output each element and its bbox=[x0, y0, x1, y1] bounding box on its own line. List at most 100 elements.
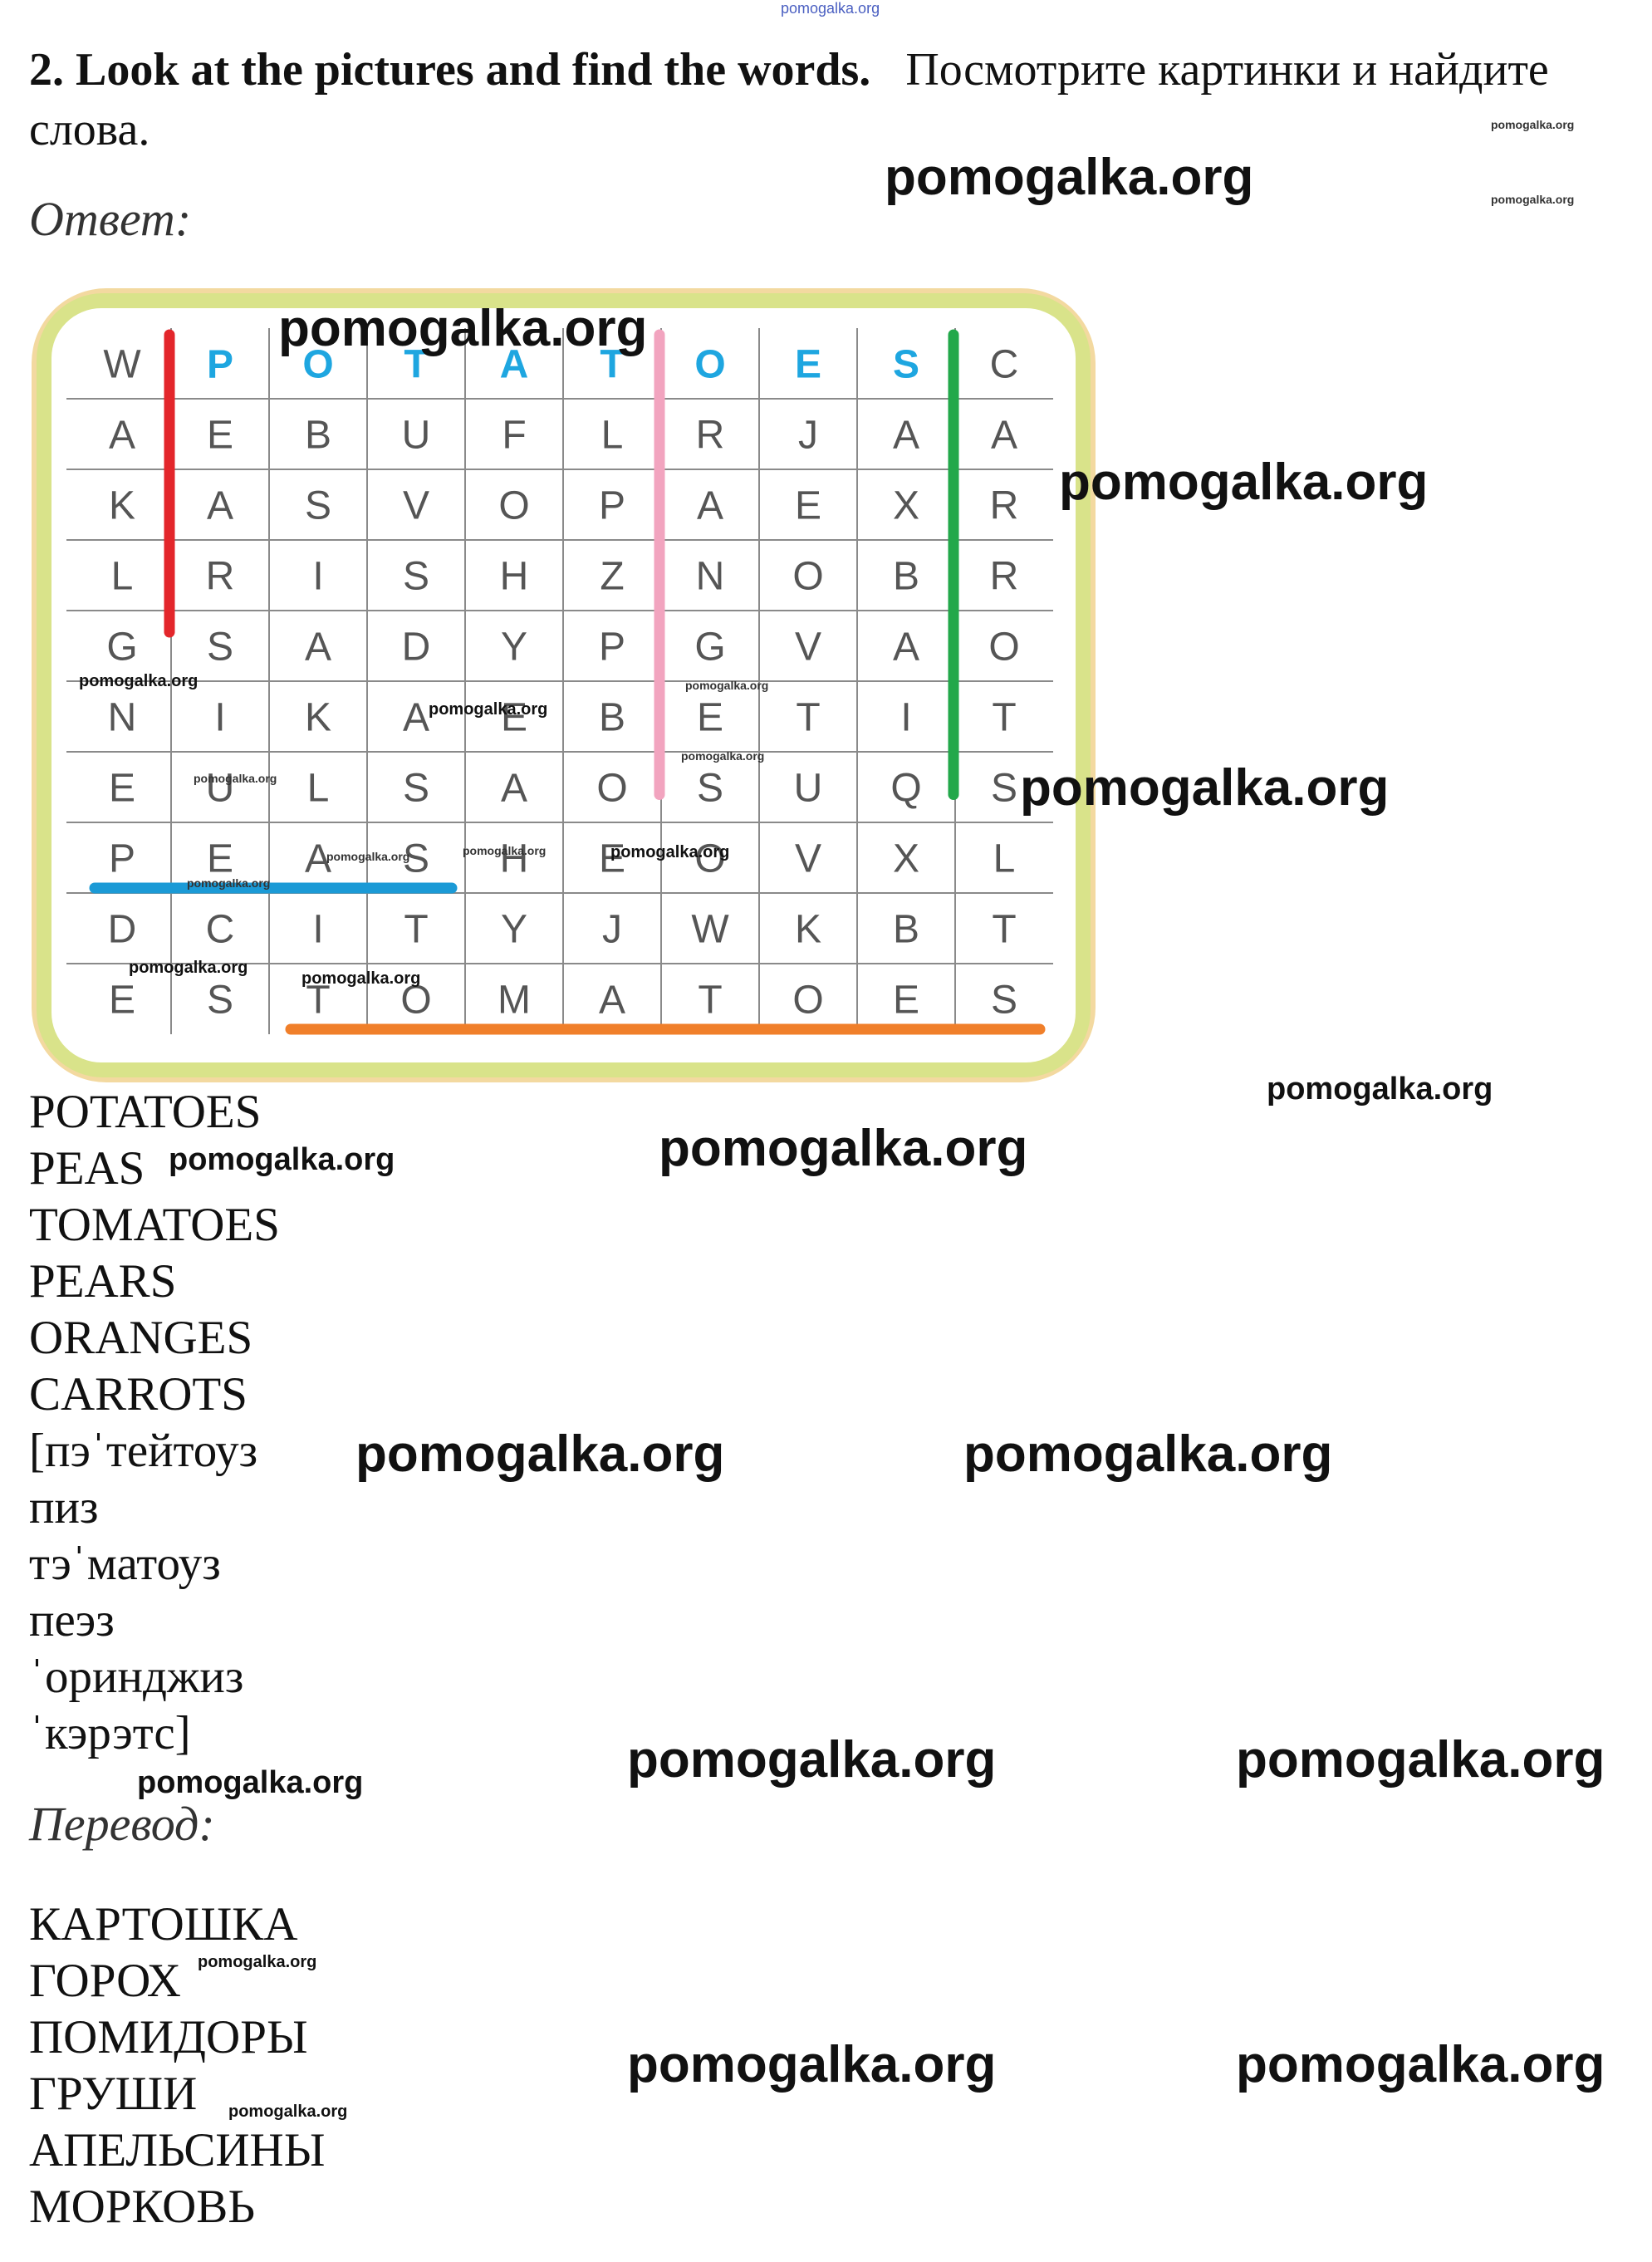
grid-letter: E bbox=[795, 484, 821, 528]
watermark: pomogalka.org bbox=[1059, 454, 1429, 511]
grid-letter: O bbox=[302, 343, 333, 387]
grid-letter: I bbox=[312, 555, 323, 599]
grid-letter: J bbox=[602, 908, 622, 952]
list-item: ˈкэрэтс] bbox=[29, 1707, 191, 1759]
grid-letter: A bbox=[893, 414, 919, 458]
english-word-list: POTATOES PEAS TOMATOES PEARS ORANGES CAR… bbox=[29, 1084, 280, 1423]
list-item: ГРУШИ bbox=[29, 2068, 198, 2120]
grid-letter: Q bbox=[890, 767, 921, 811]
transcription-list: [пэˈтейтоуз пиз тэˈматоуз пеэз ˈоринджиз… bbox=[29, 1423, 257, 1762]
watermark: pomogalka.org bbox=[278, 300, 648, 357]
grid-letter: A bbox=[501, 767, 527, 811]
grid-letter: A bbox=[893, 626, 919, 670]
answer-label: Ответ: bbox=[29, 192, 192, 246]
grid-letter: T bbox=[404, 908, 428, 952]
list-item: PEAS bbox=[29, 1142, 145, 1195]
watermark: pomogalka.org bbox=[1491, 193, 1575, 206]
list-item: ORANGES bbox=[29, 1312, 253, 1364]
list-item: АПЕЛЬСИНЫ bbox=[29, 2124, 326, 2176]
task-number: 2. bbox=[29, 44, 64, 96]
grid-letter: A bbox=[207, 484, 233, 528]
grid-letter: I bbox=[900, 696, 911, 740]
grid-letter: B bbox=[893, 555, 919, 599]
russian-word-list: КАРТОШКА ГОРОХ ПОМИДОРЫ ГРУШИ АПЕЛЬСИНЫ … bbox=[29, 1896, 325, 2235]
watermark: pomogalka.org bbox=[301, 969, 421, 988]
watermark: pomogalka.org bbox=[194, 772, 277, 785]
grid-letter: L bbox=[307, 767, 330, 811]
grid-letter: T bbox=[992, 696, 1016, 740]
watermark: pomogalka.org bbox=[963, 1425, 1333, 1483]
watermark: pomogalka.org bbox=[610, 843, 730, 861]
list-item: тэˈматоуз bbox=[29, 1538, 221, 1590]
grid-letter: O bbox=[988, 626, 1019, 670]
grid-letter: I bbox=[312, 908, 323, 952]
watermark: pomogalka.org bbox=[326, 850, 410, 863]
grid-letter: P bbox=[109, 837, 135, 881]
grid-letter: O bbox=[596, 767, 627, 811]
grid-letter: E bbox=[697, 696, 723, 740]
grid-letter: S bbox=[893, 343, 919, 387]
grid-letter: K bbox=[795, 908, 821, 952]
grid-letter: H bbox=[500, 555, 529, 599]
grid-letter: B bbox=[305, 414, 331, 458]
grid-letter: R bbox=[990, 484, 1019, 528]
grid-letter: Y bbox=[501, 908, 527, 952]
grid-letter: Y bbox=[501, 626, 527, 670]
grid-letter: O bbox=[694, 837, 725, 881]
watermark: pomogalka.org bbox=[137, 1765, 364, 1800]
grid-letter: P bbox=[599, 626, 625, 670]
list-item: PEARS bbox=[29, 1255, 177, 1308]
grid-letter: O bbox=[498, 484, 529, 528]
list-item: МОРКОВЬ bbox=[29, 2181, 256, 2233]
grid-letter: S bbox=[697, 767, 723, 811]
grid-letter: A bbox=[599, 979, 625, 1023]
grid-letter: K bbox=[109, 484, 135, 528]
watermark: pomogalka.org bbox=[685, 679, 769, 692]
grid-letter: S bbox=[991, 767, 1017, 811]
grid-letter: E bbox=[893, 979, 919, 1023]
grid-letter: X bbox=[893, 484, 919, 528]
list-item: пиз bbox=[29, 1481, 99, 1533]
grid-letter: E bbox=[207, 837, 233, 881]
task-text-en: Look at the pictures and find the words. bbox=[76, 44, 871, 96]
watermark: pomogalka.org bbox=[1020, 759, 1390, 817]
watermark: pomogalka.org bbox=[681, 749, 765, 763]
watermark: pomogalka.org bbox=[187, 876, 271, 890]
grid-letter: B bbox=[893, 908, 919, 952]
watermark: pomogalka.org bbox=[463, 844, 547, 857]
watermark: pomogalka.org bbox=[429, 700, 548, 719]
translation-label: Перевод: bbox=[29, 1797, 215, 1851]
watermark: pomogalka.org bbox=[1236, 1731, 1605, 1789]
grid-letter: K bbox=[305, 696, 331, 740]
watermark: pomogalka.org bbox=[659, 1120, 1028, 1177]
grid-letter: O bbox=[792, 555, 823, 599]
grid-letter: J bbox=[798, 414, 818, 458]
grid-letter: V bbox=[795, 837, 821, 881]
grid-letter: D bbox=[108, 908, 137, 952]
grid-letter: C bbox=[990, 343, 1019, 387]
grid-letter: N bbox=[108, 696, 137, 740]
grid-letter: L bbox=[601, 414, 624, 458]
watermark: pomogalka.org bbox=[198, 1953, 317, 1971]
watermark: pomogalka.org bbox=[1267, 1072, 1493, 1106]
grid-letter: V bbox=[795, 626, 821, 670]
list-item: POTATOES bbox=[29, 1086, 262, 1138]
grid-letter: E bbox=[795, 343, 821, 387]
grid-letter: X bbox=[893, 837, 919, 881]
watermark: pomogalka.org bbox=[129, 959, 248, 977]
grid-letter: T bbox=[404, 343, 428, 387]
grid-letter: A bbox=[305, 626, 331, 670]
grid-letter: S bbox=[207, 979, 233, 1023]
grid-letter: A bbox=[109, 414, 135, 458]
grid-letter: A bbox=[697, 484, 723, 528]
list-item: ГОРОХ bbox=[29, 1955, 181, 2007]
grid-letter: N bbox=[696, 555, 725, 599]
list-item: [пэˈтейтоуз bbox=[29, 1425, 258, 1477]
grid-letter: S bbox=[403, 555, 429, 599]
grid-letter: D bbox=[402, 626, 431, 670]
list-item: пеэз bbox=[29, 1594, 115, 1646]
watermark: pomogalka.org bbox=[885, 149, 1254, 206]
grid-letter: V bbox=[403, 484, 429, 528]
grid-letter: A bbox=[991, 414, 1017, 458]
grid-letter: O bbox=[694, 343, 725, 387]
